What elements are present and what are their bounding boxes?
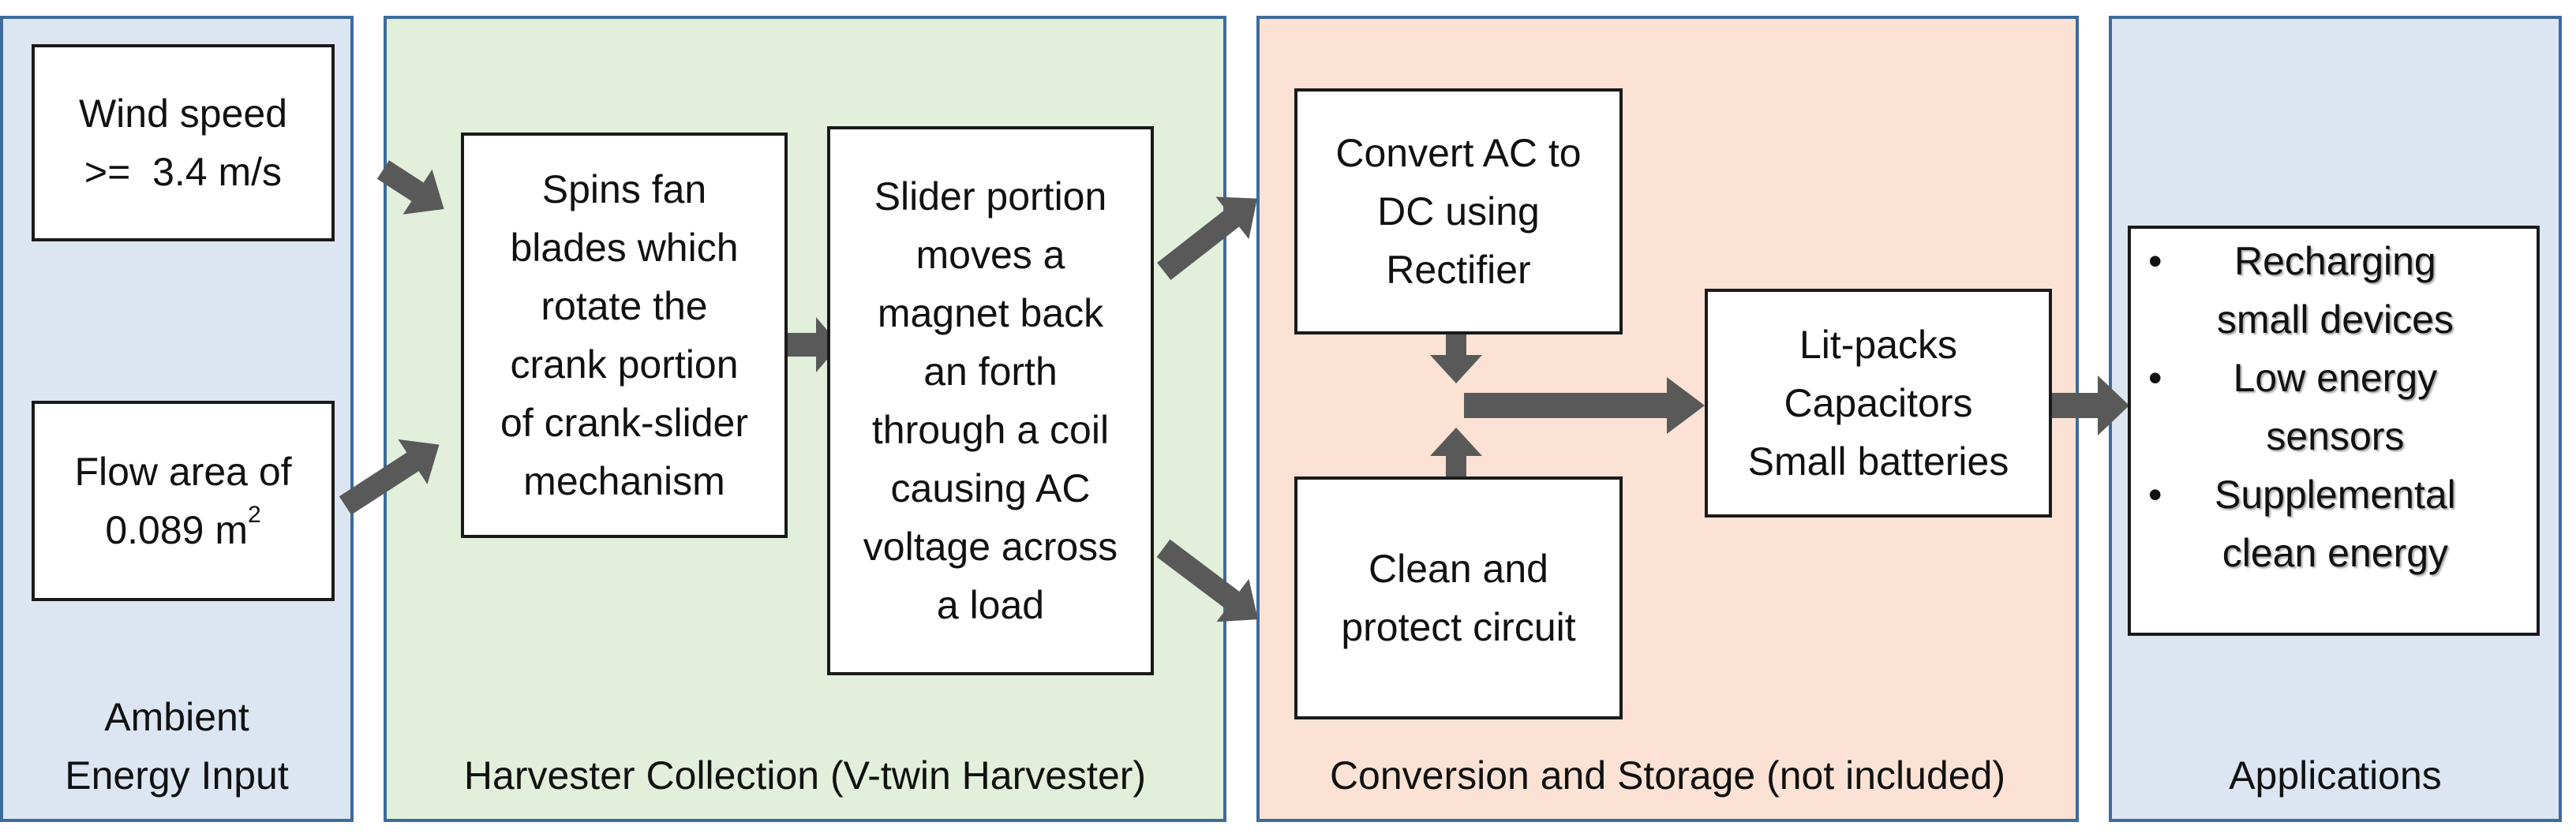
application-item-line2: sensors: [2266, 414, 2405, 458]
bullet-icon: •: [2148, 356, 2162, 400]
arrow-merge-to-storage: [1464, 377, 1705, 434]
application-item-line1: Supplemental: [2215, 473, 2456, 517]
arrow-slider-to-clean: [1156, 539, 1258, 622]
applications-list: • Recharging small devices • Low energy …: [2148, 232, 2456, 582]
clean-line: Clean and: [1368, 547, 1548, 591]
bullet-icon: •: [2148, 239, 2162, 283]
box-wind-speed: Wind speed >= 3.4 m/s: [32, 44, 335, 241]
storage-line: Capacitors: [1784, 381, 1973, 425]
box-storage: Lit-packs Capacitors Small batteries: [1705, 289, 2052, 518]
slider-line: an forth: [923, 349, 1058, 394]
box-convert-ac-to-dc: Convert AC to DC using Rectifier: [1294, 88, 1623, 334]
bullet-icon: •: [2148, 473, 2162, 517]
panel-ambient-label-line1: Ambient: [104, 695, 249, 739]
spins-line: Spins fan: [541, 167, 707, 211]
clean-line: protect circuit: [1341, 605, 1576, 649]
storage-line: Lit-packs: [1799, 323, 1958, 367]
flow-area-superscript: 2: [247, 502, 261, 528]
box-flow-area: Flow area of 0.089 m2: [32, 401, 335, 601]
flow-area-line1: Flow area of: [74, 450, 292, 494]
flow-area-line2: 0.089 m2: [74, 501, 291, 559]
convert-line: Convert AC to: [1335, 131, 1582, 175]
arrow-flow-to-spins: [339, 439, 440, 515]
application-item-line2: small devices: [2216, 297, 2454, 342]
box-clean-protect-circuit: Clean and protect circuit: [1294, 476, 1623, 719]
slider-line: causing AC: [890, 466, 1091, 510]
application-item-line2: clean energy: [2222, 531, 2449, 575]
arrow-wind-to-spins: [376, 160, 444, 215]
spins-line: mechanism: [523, 459, 725, 503]
arrow-slider-to-convert: [1157, 196, 1257, 281]
application-item: • Low energy sensors: [2148, 349, 2456, 465]
slider-line: moves a: [915, 233, 1065, 277]
panel-ambient-label: Ambient Energy Input: [3, 688, 350, 805]
spins-line: rotate the: [541, 284, 708, 328]
convert-line: DC using: [1377, 189, 1540, 234]
arrow-spins-to-slider: [785, 317, 840, 372]
box-applications-list: • Recharging small devices • Low energy …: [2128, 226, 2540, 636]
panel-conversion-label: Conversion and Storage (not included): [1329, 753, 2006, 798]
wind-speed-line2: >= 3.4 m/s: [84, 150, 283, 194]
slider-line: magnet back: [877, 291, 1104, 335]
slider-line: Slider portion: [874, 174, 1107, 219]
storage-line: Small batteries: [1747, 439, 2009, 484]
application-item: • Supplemental clean energy: [2148, 465, 2456, 582]
wind-speed-line1: Wind speed: [78, 92, 288, 136]
slider-line: through a coil: [871, 408, 1110, 452]
arrow-convert-to-merge: [1430, 334, 1482, 383]
spins-line: crank portion: [510, 342, 739, 387]
panel-applications-label: Applications: [2229, 753, 2442, 798]
box-spins-fan-blades: Spins fan blades which rotate the crank …: [461, 133, 788, 538]
slider-line: a load: [936, 583, 1045, 627]
application-item-line1: Recharging: [2234, 239, 2436, 283]
spins-line: blades which: [510, 226, 739, 270]
panel-ambient-label-line2: Energy Input: [65, 753, 289, 798]
arrow-storage-to-applications: [2050, 376, 2129, 435]
panel-harvester-label: Harvester Collection (V-twin Harvester): [463, 753, 1147, 798]
flow-area-value: 0.089 m: [105, 508, 248, 552]
spins-line: of crank-slider: [500, 401, 748, 445]
box-slider-portion: Slider portion moves a magnet back an fo…: [827, 126, 1154, 675]
arrow-clean-to-merge: [1430, 428, 1482, 480]
application-item-line1: Low energy: [2233, 356, 2438, 400]
convert-line: Rectifier: [1386, 248, 1531, 292]
application-item: • Recharging small devices: [2148, 232, 2456, 349]
slider-line: voltage across: [863, 525, 1118, 569]
